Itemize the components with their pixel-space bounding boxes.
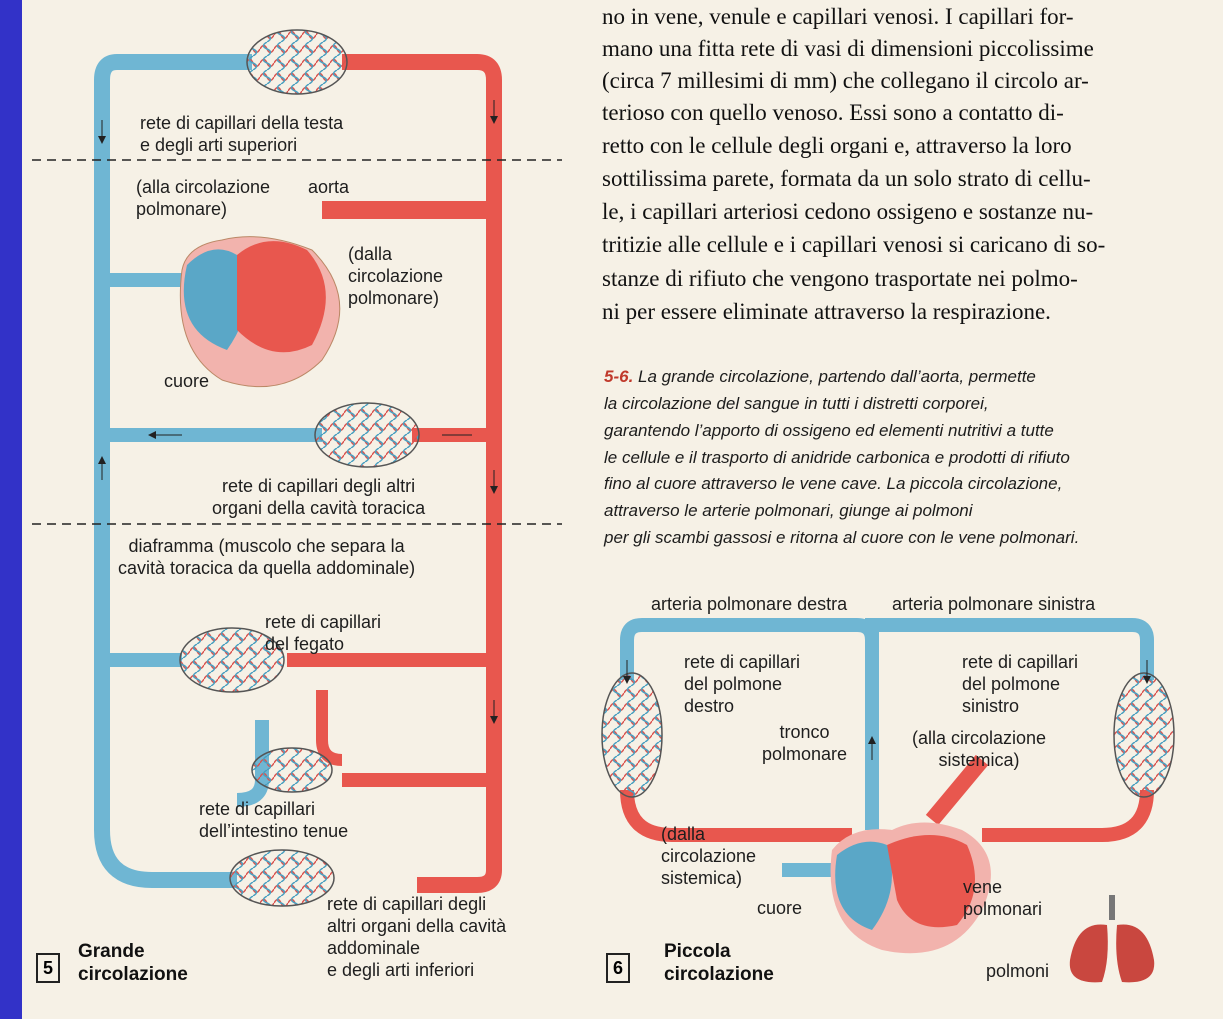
label-right-pulmonary-artery: arteria polmonare destra — [651, 593, 847, 615]
label-left-pulmonary-artery: arteria polmonare sinistra — [892, 593, 1095, 615]
label-heart: cuore — [164, 370, 209, 392]
label-lungs: polmoni — [986, 960, 1049, 982]
figure-number-5: 5 — [36, 953, 60, 983]
systemic-circulation-diagram — [32, 30, 562, 906]
label-heart-6: cuore — [757, 897, 802, 919]
label-aorta: aorta — [308, 176, 349, 198]
figure-number-6: 6 — [606, 953, 630, 983]
